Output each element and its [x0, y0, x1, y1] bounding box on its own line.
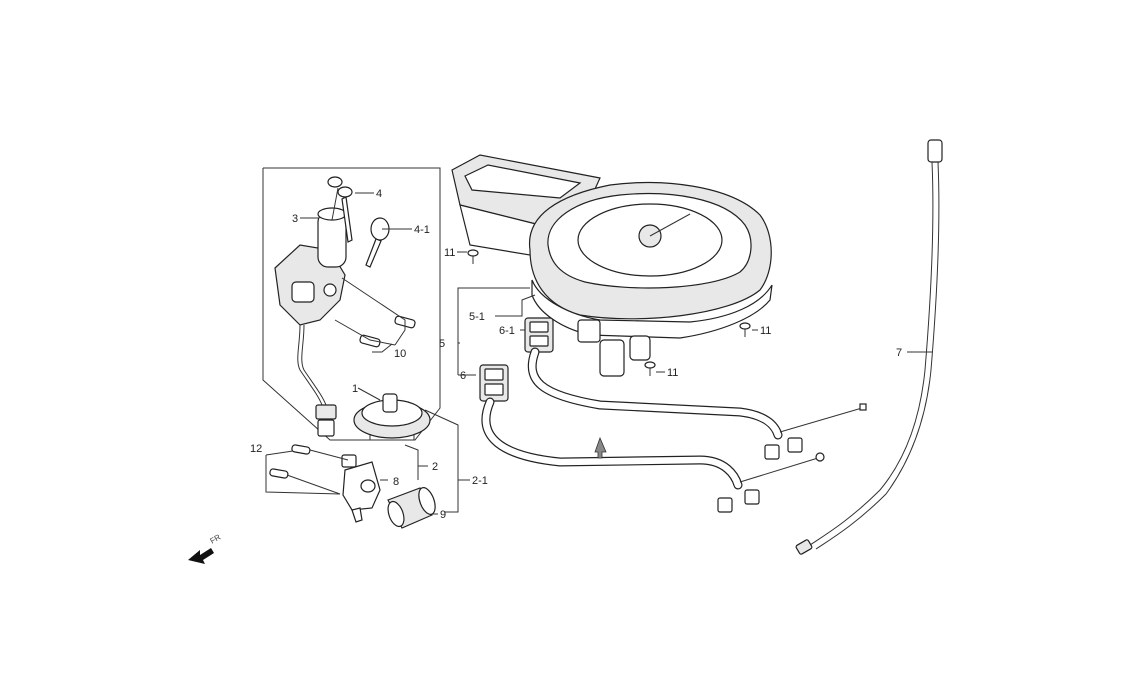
front-direction-label: FR: [209, 532, 223, 545]
label-part-2-1: 2-1: [472, 475, 488, 487]
lock-cylinder[interactable]: [385, 485, 438, 529]
instrument-cluster[interactable]: [451, 154, 773, 377]
fuel-cap[interactable]: [353, 393, 431, 440]
wiring-harness-upper[interactable]: [527, 347, 867, 460]
label-part-5-1: 5-1: [469, 311, 485, 323]
label-part-10: 10: [394, 348, 406, 360]
wiring-harness-lower[interactable]: [481, 397, 825, 513]
label-part-1: 1: [352, 383, 358, 395]
label-part-7: 7: [896, 347, 902, 359]
ignition-group-frame: [262, 167, 441, 441]
label-part-6-1: 6-1: [499, 325, 515, 337]
screw-11-a[interactable]: [467, 249, 479, 264]
label-part-2: 2: [432, 461, 438, 473]
screw-11-c[interactable]: [644, 361, 656, 376]
label-part-8: 8: [393, 476, 399, 488]
connector-6-1[interactable]: [524, 317, 554, 353]
label-part-11-c: 11: [667, 367, 678, 379]
label-part-3: 3: [292, 213, 298, 225]
up-arrow-icon: [594, 436, 607, 459]
seat-lock-bracket[interactable]: [341, 454, 381, 523]
connector-6[interactable]: [479, 364, 509, 402]
label-part-11-a: 11: [444, 247, 455, 259]
screw-11-b[interactable]: [739, 322, 751, 337]
speedometer-cable[interactable]: [795, 139, 943, 555]
label-part-4-1: 4-1: [414, 224, 430, 236]
ignition-switch[interactable]: [274, 207, 347, 437]
label-part-12: 12: [250, 443, 262, 455]
label-part-5: 5: [439, 338, 445, 350]
label-part-6: 6: [460, 370, 466, 382]
label-part-11-b: 11: [760, 325, 771, 337]
spare-key[interactable]: [365, 217, 390, 268]
screw-12-a[interactable]: [291, 444, 311, 455]
screw-10-b[interactable]: [359, 334, 381, 348]
front-direction-arrow-icon: [188, 548, 214, 564]
label-part-4: 4: [376, 188, 382, 200]
key-set[interactable]: [327, 176, 353, 243]
leader-lines: [265, 192, 932, 515]
label-part-9: 9: [440, 509, 446, 521]
screw-12-b[interactable]: [269, 468, 289, 479]
